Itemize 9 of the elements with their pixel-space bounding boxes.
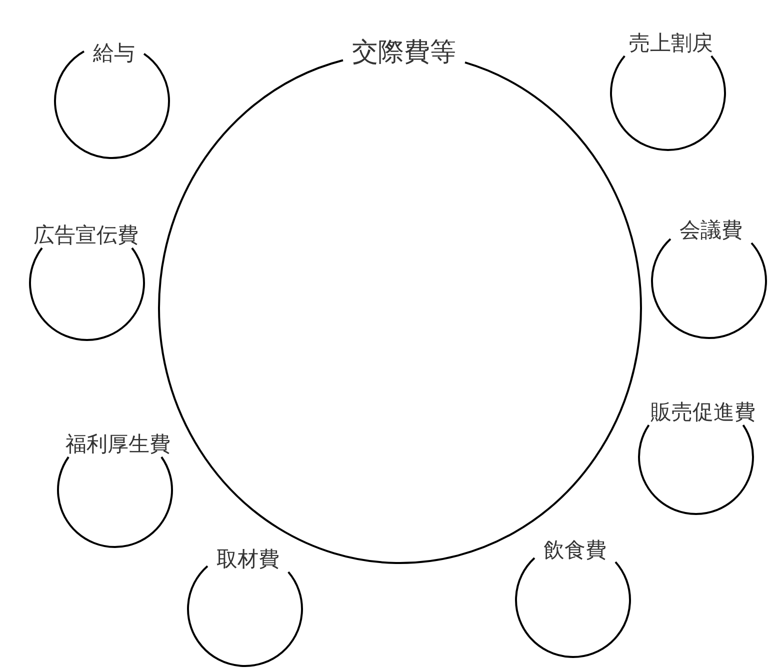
category-label: 広告宣伝費 [34,224,138,246]
category-label: 飲食費 [544,538,606,561]
category-label: 売上割戻 [629,32,713,54]
category-label: 会議費 [680,218,742,241]
category-label: 交際費等 [352,39,456,67]
category-label: 取材費 [216,548,280,570]
category-label: 福利厚生費 [66,432,170,455]
category-label: 給与 [93,42,135,64]
category-label: 販売促進費 [650,400,756,424]
